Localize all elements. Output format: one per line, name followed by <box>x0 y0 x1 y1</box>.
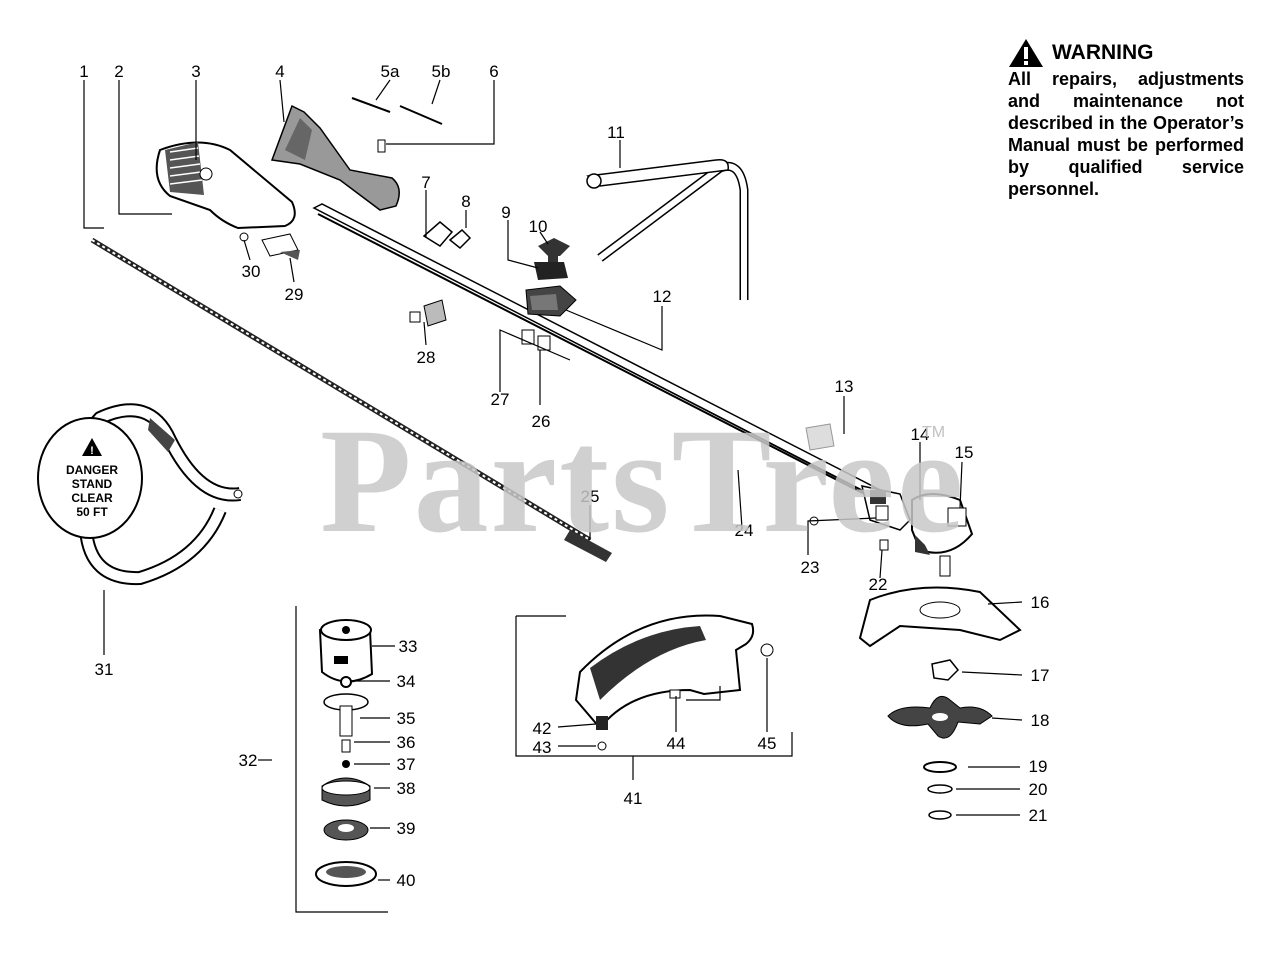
drive-cable <box>90 237 612 562</box>
part-label-45: 45 <box>758 734 777 753</box>
part-label-41: 41 <box>624 789 643 808</box>
small-parts-5 <box>351 97 443 153</box>
part-label-20: 20 <box>1029 780 1048 799</box>
part-label-9: 9 <box>501 203 510 222</box>
warning-title: WARNING <box>1052 41 1154 64</box>
warning-heading: WARNING <box>1008 38 1244 68</box>
watermark: PartsTree <box>320 398 966 564</box>
part-label-8: 8 <box>461 192 470 211</box>
part-label-5a: 5a <box>381 62 400 81</box>
part-label-33: 33 <box>399 637 418 656</box>
part-label-37: 37 <box>397 755 416 774</box>
part-label-21: 21 <box>1029 806 1048 825</box>
part-label-6: 6 <box>489 62 498 81</box>
part-label-7: 7 <box>421 173 430 192</box>
part-label-12: 12 <box>653 287 672 306</box>
part-label-3: 3 <box>191 62 200 81</box>
part-label-16: 16 <box>1031 593 1050 612</box>
part-label-5b: 5b <box>432 62 451 81</box>
bolt-28 <box>409 299 447 327</box>
part-label-32: 32 <box>239 751 258 770</box>
part-label-26: 26 <box>532 412 551 431</box>
strap-line3: CLEAR <box>71 491 113 505</box>
warning-text: All repairs, adjustments and maintenance… <box>1008 69 1244 199</box>
strap-line1: DANGER <box>66 463 118 477</box>
trimmer-head-assembly <box>315 619 377 887</box>
part-label-27: 27 <box>491 390 510 409</box>
part-label-18: 18 <box>1031 711 1050 730</box>
part-label-11: 11 <box>607 123 625 142</box>
part-label-44: 44 <box>667 734 686 753</box>
part-label-40: 40 <box>397 871 416 890</box>
part-label-22: 22 <box>869 575 888 594</box>
handle-clamp-assembly <box>521 238 577 351</box>
engine-housing <box>155 141 296 230</box>
parts-29-30 <box>239 232 300 260</box>
part-label-29: 29 <box>285 285 304 304</box>
part-label-35: 35 <box>397 709 416 728</box>
part-label-14: 14 <box>911 425 930 444</box>
leader-lines <box>83 79 1023 913</box>
part-label-43: 43 <box>533 738 552 757</box>
part-label-15: 15 <box>955 443 974 462</box>
warning-box: WARNING All repairs, adjustments and mai… <box>1008 38 1244 200</box>
part-label-13: 13 <box>835 377 854 396</box>
housing-half <box>270 104 400 211</box>
clamp-parts <box>422 221 472 250</box>
harness-strap: ! DANGER STAND CLEAR 50 FT <box>37 403 243 586</box>
part-label-38: 38 <box>397 779 416 798</box>
svg-text:!: ! <box>90 445 94 457</box>
part-label-4: 4 <box>275 62 284 81</box>
part-label-42: 42 <box>533 719 552 738</box>
part-label-17: 17 <box>1031 666 1050 685</box>
part-label-30: 30 <box>242 262 261 281</box>
gearhead-assembly <box>805 423 974 577</box>
part-numbers: 1 2 3 4 5a 5b 6 7 8 9 10 11 12 13 14 15 … <box>79 62 1049 890</box>
part-label-10: 10 <box>529 217 548 236</box>
part-label-31: 31 <box>95 660 114 679</box>
part-label-28: 28 <box>417 348 436 367</box>
strap-line4: 50 FT <box>76 505 108 519</box>
warning-triangle-icon <box>1009 39 1043 67</box>
strap-line2: STAND <box>72 477 113 491</box>
blade-assembly <box>887 659 993 820</box>
shield-assembly <box>574 614 774 751</box>
part-label-1: 1 <box>79 62 88 81</box>
part-label-24: 24 <box>735 521 754 540</box>
part-label-34: 34 <box>397 672 416 691</box>
part-label-19: 19 <box>1029 757 1048 776</box>
watermark-tm: TM <box>922 424 946 441</box>
cutter-guard <box>858 586 1022 648</box>
part-label-36: 36 <box>397 733 416 752</box>
part-label-25: 25 <box>581 487 600 506</box>
part-label-39: 39 <box>397 819 416 838</box>
part-label-23: 23 <box>801 558 820 577</box>
part-label-2: 2 <box>114 62 123 81</box>
handle-bar <box>586 158 749 300</box>
